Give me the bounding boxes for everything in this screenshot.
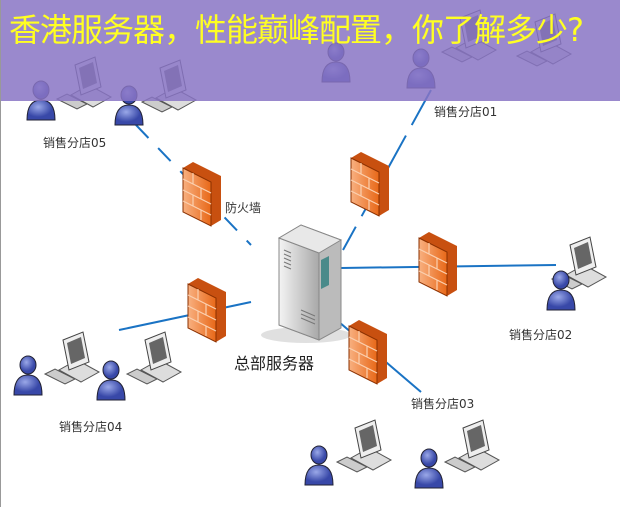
user-icon <box>96 360 126 401</box>
branch-label-01: 销售分店01 <box>434 105 498 119</box>
branch-label-05: 销售分店05 <box>43 136 107 150</box>
banner-title: 香港服务器，性能巅峰配置，你了解多少? <box>9 11 584 49</box>
firewall-label: 防火墙 <box>225 201 262 215</box>
firewall-icon <box>182 161 222 227</box>
firewall-icon <box>187 277 227 343</box>
firewall-icon <box>418 231 458 297</box>
link-branch05 <box>135 124 252 246</box>
firewall-icon <box>348 319 388 385</box>
link-branch04 <box>118 301 252 331</box>
branch-label-02: 销售分店02 <box>509 328 573 342</box>
title-banner: 香港服务器，性能巅峰配置，你了解多少? <box>1 0 620 101</box>
firewall-icon <box>350 151 390 217</box>
computer-icon <box>44 331 100 385</box>
user-icon <box>304 445 334 486</box>
user-icon <box>13 355 43 396</box>
computer-icon <box>444 419 500 473</box>
server-icon <box>277 224 343 341</box>
branch-label-04: 销售分店04 <box>59 420 123 434</box>
user-icon <box>414 448 444 489</box>
server-label: 总部服务器 <box>234 354 315 373</box>
computer-icon <box>336 419 392 473</box>
computer-icon <box>126 331 182 385</box>
branch-label-03: 销售分店03 <box>411 397 475 411</box>
